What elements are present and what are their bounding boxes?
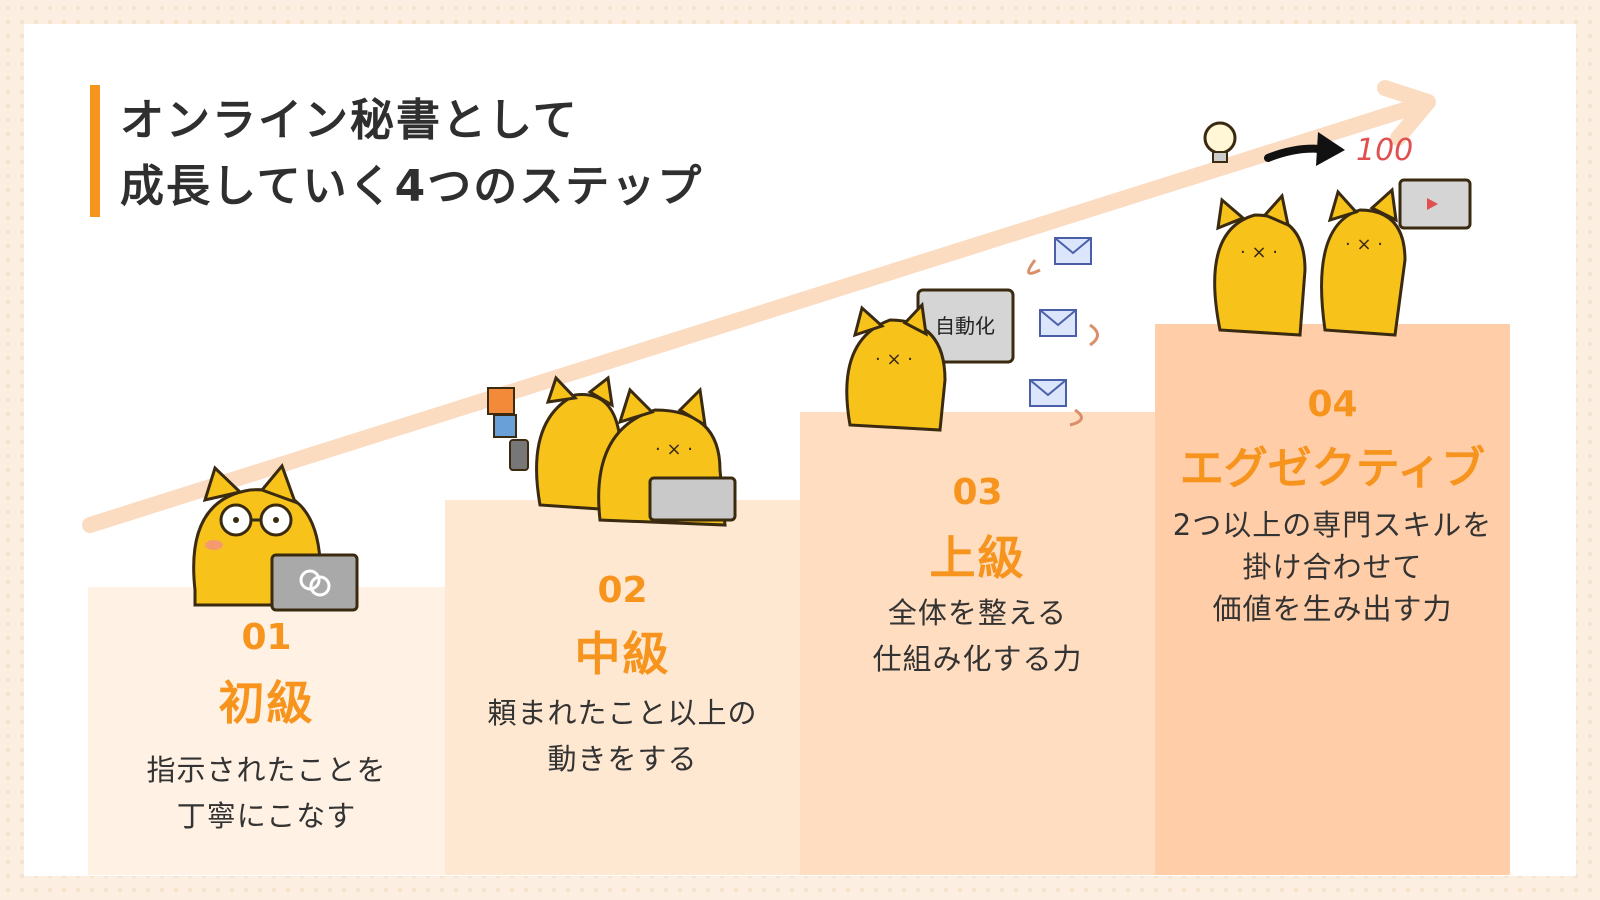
step-1-name: 初級 (218, 676, 315, 730)
svg-text:· × ·: · × · (875, 349, 913, 370)
step-3-description: 全体を整える 仕組み化する力 (872, 596, 1083, 676)
score-mark: 100 (1356, 133, 1413, 168)
step-1-number: 01 (241, 617, 292, 658)
step-block-4-bg (1155, 324, 1510, 875)
cat-beginner-icon (192, 463, 359, 612)
cats-executive-icon: 100 · × · · × · (1203, 121, 1472, 337)
step-4-number: 04 (1307, 384, 1358, 425)
svg-text:· × ·: · × · (1240, 242, 1278, 263)
page-title: オンライン秘書として 成長していく4つのステップ (120, 88, 760, 220)
title-line-2: 成長していく4つのステップ (120, 161, 704, 212)
step-block-2-bg (445, 500, 800, 875)
step-1-description: 指示されたことを 丁寧にこなす (146, 753, 387, 833)
title-accent-bar (90, 85, 100, 217)
step-4: 04 エグゼクティブ 2つ以上の専門スキルを 掛け合わせて 価値を生み出す力 (1155, 324, 1510, 875)
svg-text:· × ·: · × · (1345, 234, 1383, 255)
step-3-number: 03 (952, 472, 1003, 513)
step-2-description: 頼まれたこと以上の 動きをする (487, 696, 758, 776)
step-4-description: 2つ以上の専門スキルを 掛け合わせて 価値を生み出す力 (1172, 508, 1493, 626)
laptop-sign-text: 自動化 (935, 314, 995, 338)
step-2-name: 中級 (574, 627, 671, 681)
step-3-name: 上級 (929, 531, 1026, 585)
lightbulb-icon (1203, 121, 1237, 155)
cats-intermediate-icon: · × · (487, 375, 737, 527)
growth-arrow-icon (82, 80, 1436, 533)
step-3: 03 上級 全体を整える 仕組み化する力 (800, 412, 1155, 875)
cat-advanced-icon: 自動化 · × · (845, 237, 1099, 432)
step-1: 01 初級 指示されたことを 丁寧にこなす (88, 587, 445, 875)
step-2-number: 02 (597, 570, 648, 611)
step-block-1-bg (88, 587, 445, 875)
title-line-1: オンライン秘書として (120, 95, 579, 146)
step-2: 02 中級 頼まれたこと以上の 動きをする (445, 500, 800, 875)
step-block-3-bg (800, 412, 1155, 875)
step-4-name: エグゼクティブ (1179, 443, 1486, 494)
svg-text:· × ·: · × · (655, 439, 693, 460)
